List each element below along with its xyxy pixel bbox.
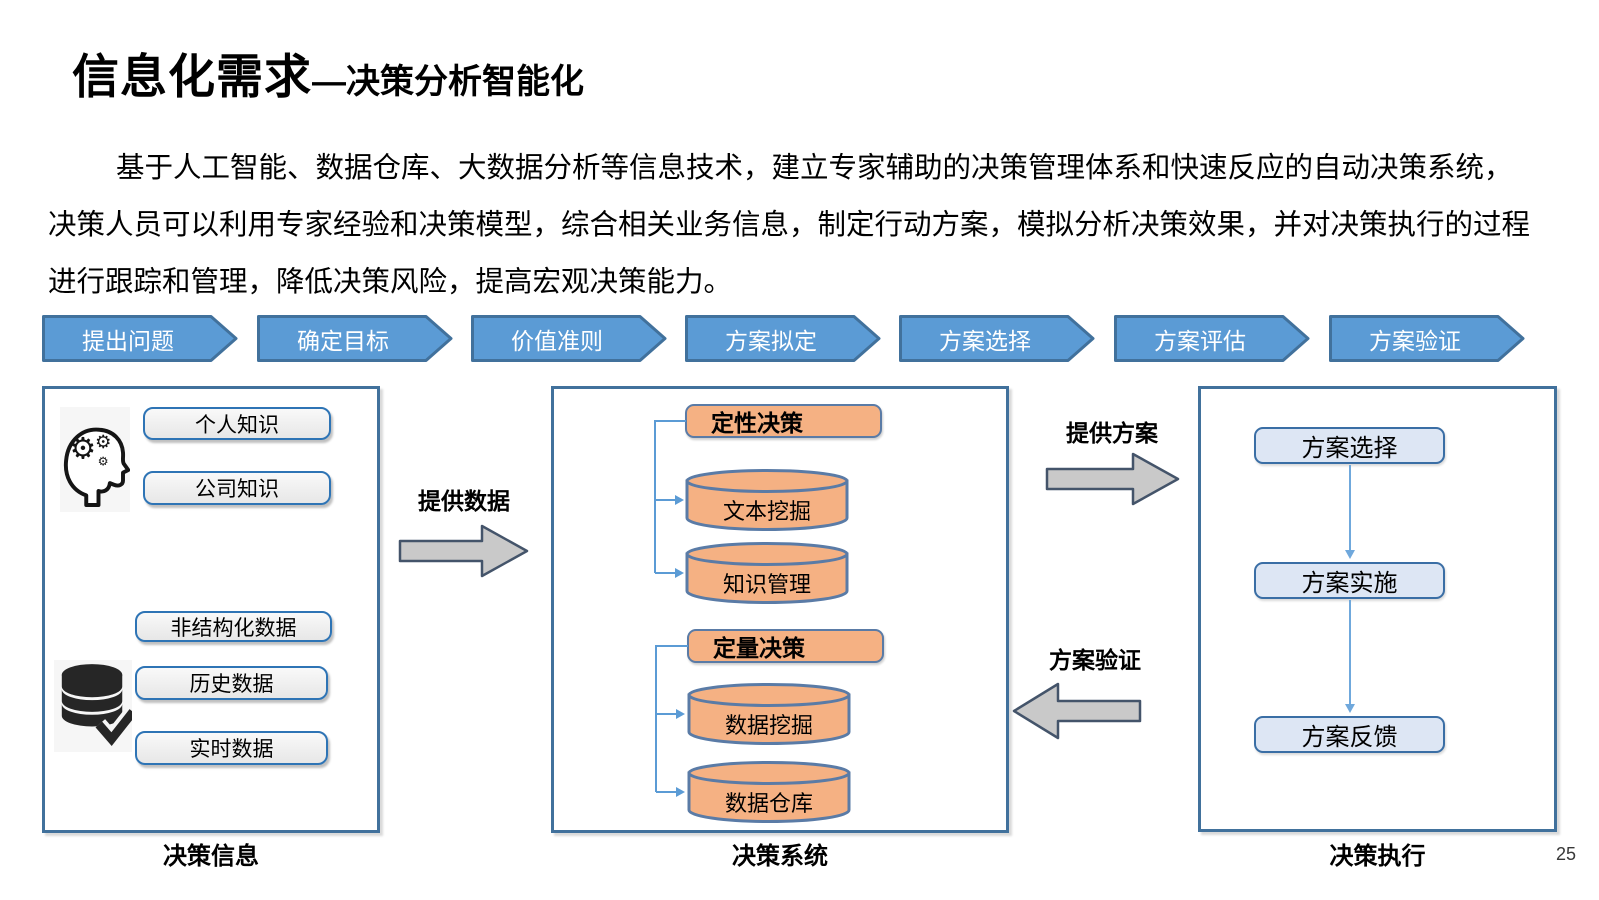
- data-mining-cylinder: 数据挖掘: [686, 682, 852, 746]
- process-step-label: 价值准则: [511, 327, 603, 354]
- process-step-chevron: 方案拟定: [685, 315, 881, 362]
- execution-step-label: 方案实施: [1301, 570, 1398, 597]
- knowledge-item-label: 公司知识: [195, 478, 279, 501]
- page-number: 25: [1556, 844, 1577, 864]
- data-item-label: 历史数据: [189, 673, 274, 696]
- chevron-arrow-shape: [899, 315, 1095, 362]
- svg-text:⚙: ⚙: [95, 432, 111, 453]
- process-step-chevron: 方案验证: [1329, 315, 1525, 362]
- connector-line: [656, 645, 688, 647]
- process-step-label: 确定目标: [297, 327, 389, 354]
- cylinder-label: 数据挖掘: [724, 713, 813, 738]
- decision-execution-label: 决策执行: [1329, 843, 1426, 870]
- page-title: 信息化需求—决策分析智能化: [72, 38, 584, 107]
- knowledge-item-label: 个人知识: [195, 413, 279, 437]
- connector-line: [655, 645, 657, 792]
- execution-step: 方案实施: [1254, 562, 1445, 599]
- chevron-arrow-shape: [257, 315, 453, 362]
- body-paragraph: 基于人工智能、数据仓库、大数据分析等信息技术，建立专家辅助的决策管理体系和快速反…: [48, 152, 1531, 298]
- process-step-label: 方案评估: [1154, 327, 1246, 354]
- chevron-arrow-shape: [1329, 315, 1525, 362]
- connector-arrowhead-icon: [1345, 704, 1355, 713]
- quantitative-decision-header: 定量决策: [687, 629, 884, 663]
- decision-system-label: 决策系统: [732, 843, 828, 870]
- connector-line: [655, 572, 677, 574]
- process-step-label: 提出问题: [82, 327, 174, 354]
- data-item-label: 实时数据: [189, 738, 274, 761]
- process-step-chevron: 提出问题: [42, 315, 238, 362]
- head-gears-icon: ⚙ ⚙ ⚙: [60, 407, 130, 512]
- connector-line: [655, 420, 686, 422]
- svg-text:⚙: ⚙: [98, 455, 109, 469]
- connector-line: [655, 499, 677, 501]
- data-item: 历史数据: [135, 666, 328, 700]
- connector-arrowhead-icon: [675, 568, 684, 578]
- provide-data-arrow-icon: [398, 524, 529, 578]
- svg-text:⚙: ⚙: [70, 432, 97, 467]
- connector-line: [656, 713, 678, 715]
- cylinder-label: 数据仓库: [724, 791, 813, 816]
- provide-plan-label: 提供方案: [1066, 420, 1158, 446]
- connector-line: [1349, 465, 1351, 551]
- process-step-label: 方案选择: [939, 327, 1031, 354]
- decision-system-panel: [551, 386, 1009, 833]
- connector-arrowhead-icon: [676, 787, 685, 797]
- chevron-arrow-shape: [471, 315, 667, 362]
- execution-step: 方案选择: [1254, 427, 1445, 464]
- quantitative-decision-label: 定量决策: [713, 635, 805, 661]
- execution-step: 方案反馈: [1254, 716, 1445, 753]
- connector-arrowhead-icon: [675, 495, 684, 505]
- connector-line: [656, 791, 678, 793]
- execution-step-label: 方案选择: [1301, 435, 1398, 462]
- chevron-arrow-shape: [42, 315, 238, 362]
- cylinder-label: 知识管理: [722, 572, 811, 597]
- data-item-label: 非结构化数据: [170, 616, 297, 640]
- database-check-icon: [54, 660, 132, 752]
- provide-plan-arrow-icon: [1045, 452, 1180, 506]
- knowledge-item: 公司知识: [143, 471, 331, 505]
- knowledge-management-cylinder: 知识管理: [684, 541, 850, 605]
- connector-arrowhead-icon: [1345, 550, 1355, 559]
- chevron-arrow-shape: [1114, 315, 1310, 362]
- connector-line: [1349, 600, 1351, 705]
- data-item: 非结构化数据: [135, 611, 332, 642]
- connector-arrowhead-icon: [676, 709, 685, 719]
- cylinder-label: 文本挖掘: [722, 499, 811, 524]
- qualitative-decision-header: 定性决策: [685, 404, 882, 438]
- verify-plan-label: 方案验证: [1049, 647, 1141, 673]
- process-step-chevron: 方案选择: [899, 315, 1095, 362]
- process-step-chevron: 方案评估: [1114, 315, 1310, 362]
- process-step-chevron: 确定目标: [257, 315, 453, 362]
- connector-line: [654, 420, 656, 573]
- execution-step-label: 方案反馈: [1301, 724, 1398, 751]
- process-step-chevron: 价值准则: [471, 315, 667, 362]
- chevron-arrow-shape: [685, 315, 881, 362]
- knowledge-item: 个人知识: [143, 407, 331, 440]
- decision-info-label: 决策信息: [163, 843, 259, 870]
- data-item: 实时数据: [135, 731, 328, 765]
- process-step-label: 方案验证: [1369, 327, 1461, 354]
- page-title-main: 信息化需求: [72, 50, 312, 103]
- text-mining-cylinder: 文本挖掘: [684, 468, 850, 532]
- process-step-label: 方案拟定: [725, 327, 817, 354]
- page-title-sub: —决策分析智能化: [312, 63, 584, 101]
- verify-plan-arrow-icon: [1012, 682, 1142, 740]
- provide-data-label: 提供数据: [418, 488, 510, 514]
- qualitative-decision-label: 定性决策: [711, 410, 803, 436]
- data-warehouse-cylinder: 数据仓库: [686, 760, 852, 824]
